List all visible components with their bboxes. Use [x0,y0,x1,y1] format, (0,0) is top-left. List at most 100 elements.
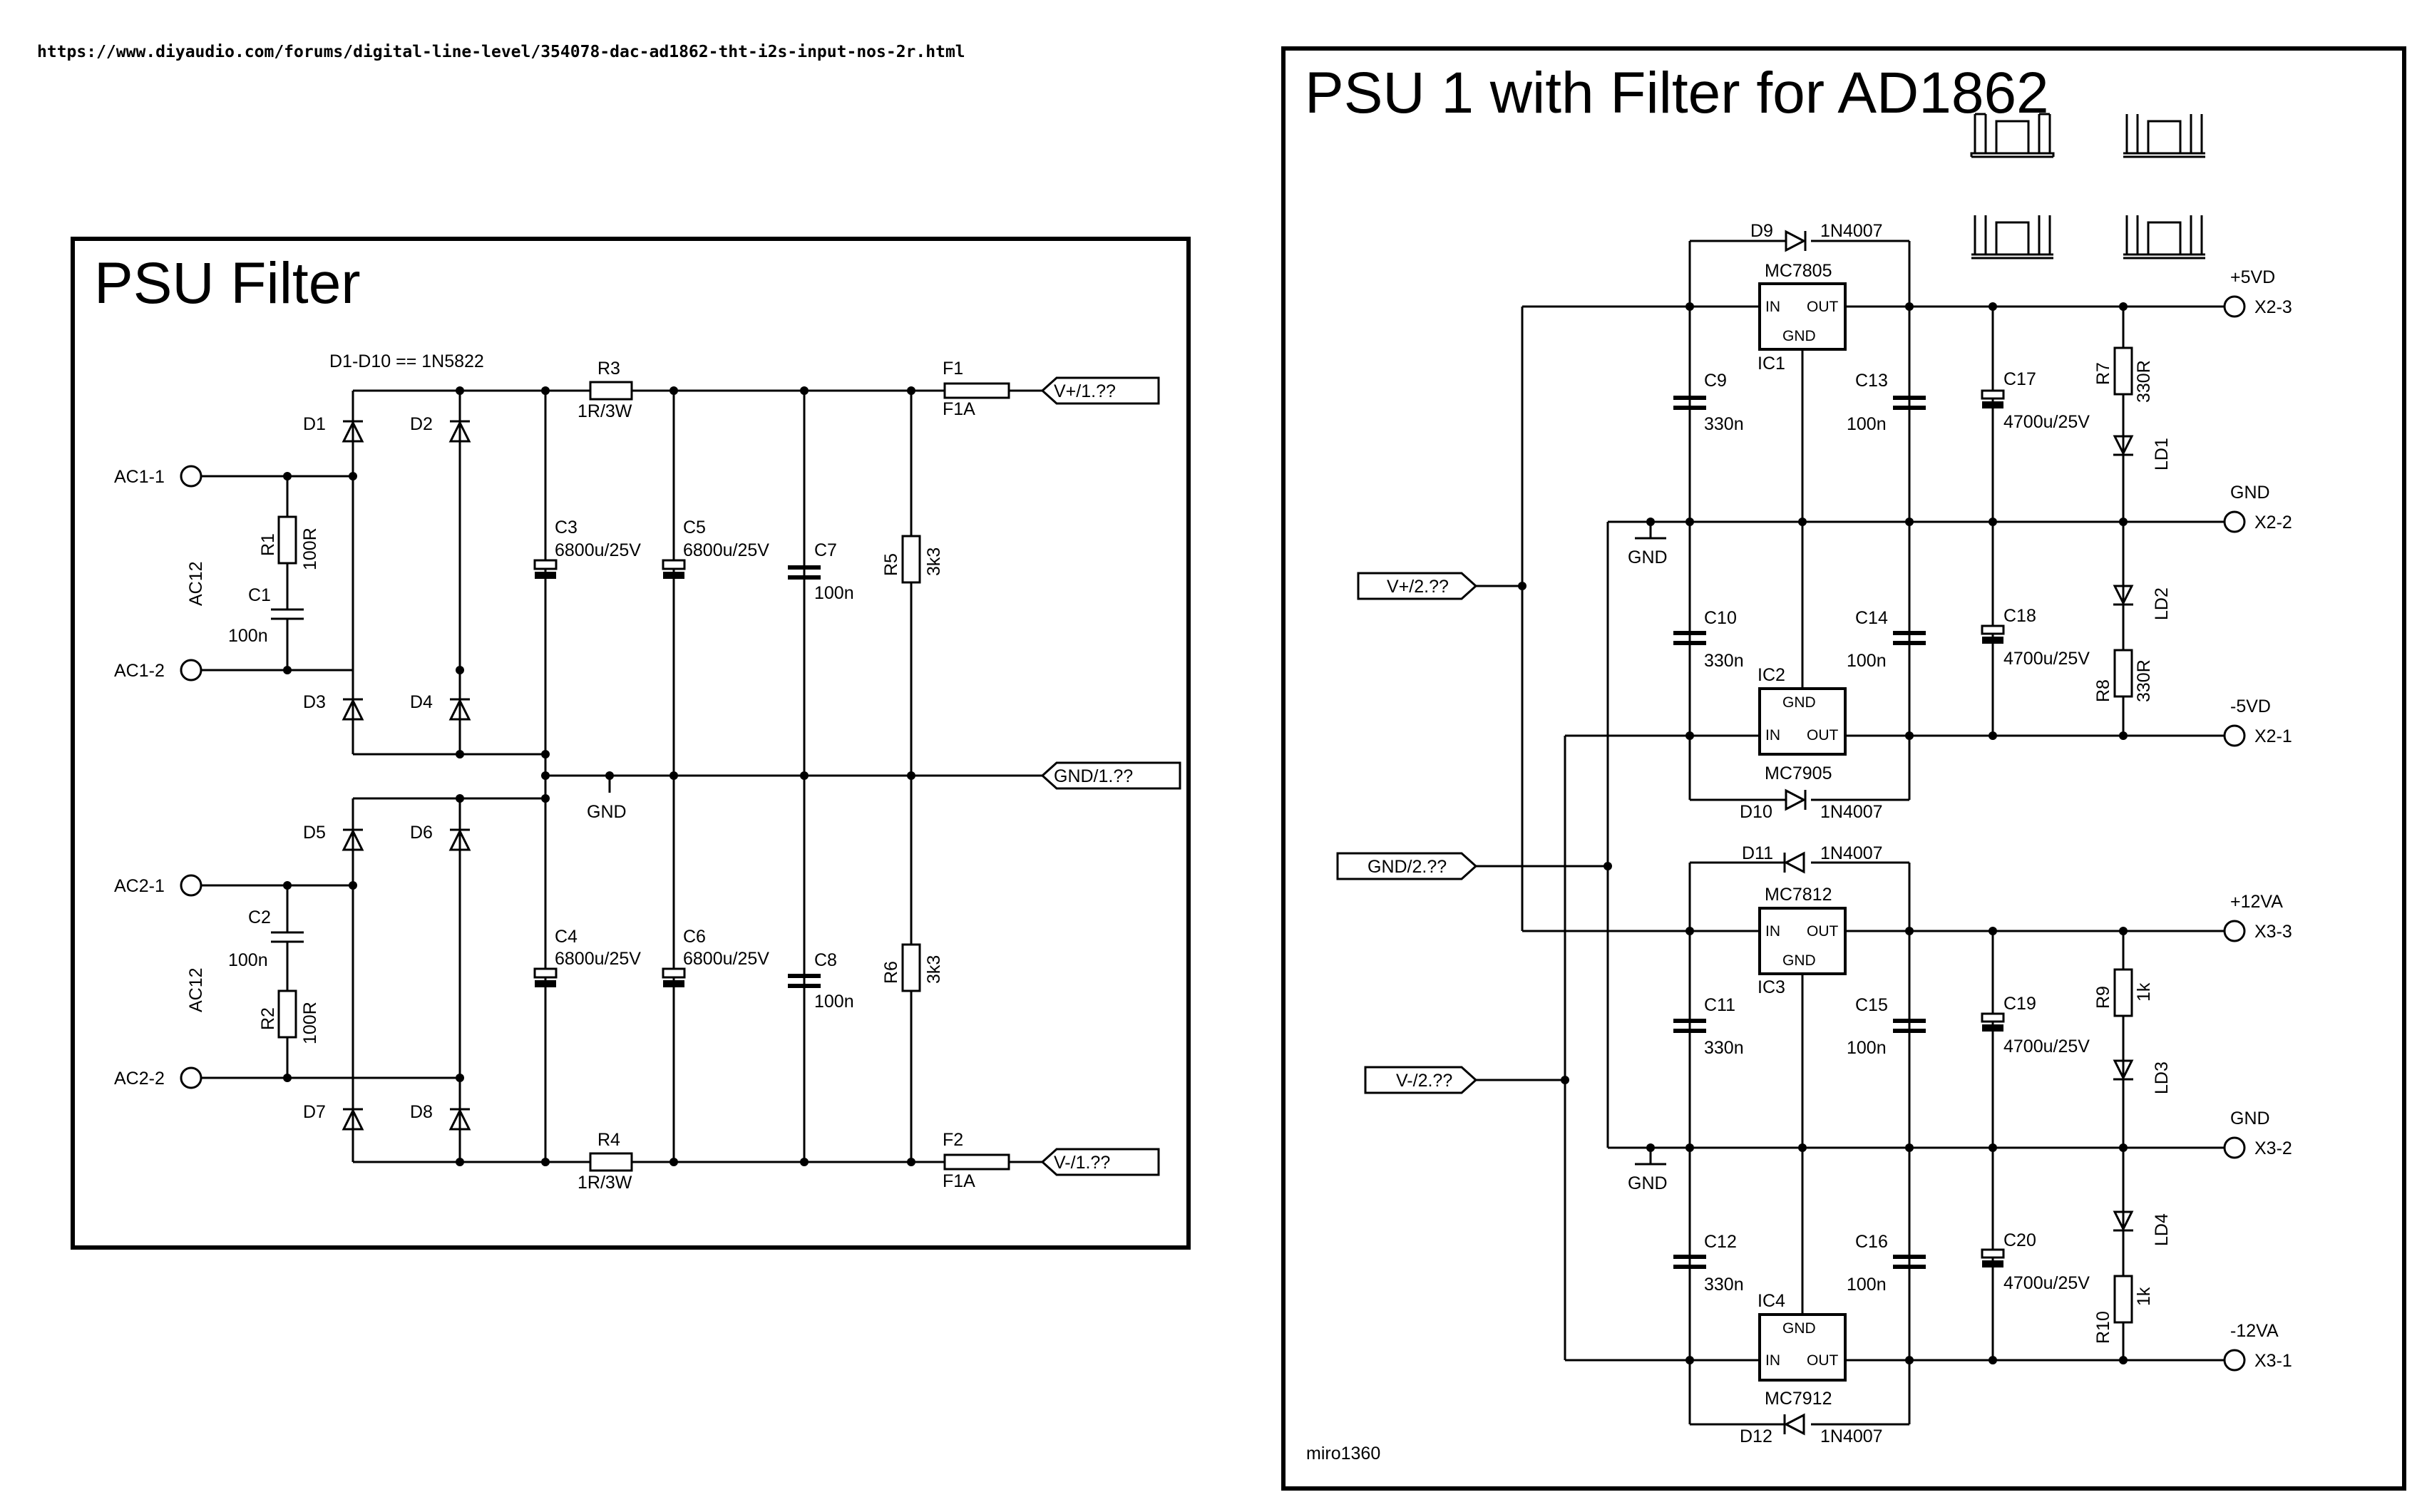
svg-text:C11: C11 [1704,995,1735,1015]
cap-c1-val: 100n [228,626,268,646]
diode-d4 [448,695,471,724]
svg-text:D2: D2 [410,414,433,434]
regulator-ic3: MC7812 IN OUT GND IC3 [1758,885,1847,997]
svg-text:R7: R7 [2093,362,2113,385]
svg-text:C3: C3 [555,518,578,538]
svg-text:4700u/25V: 4700u/25V [2003,1273,2090,1293]
svg-text:R6: R6 [881,961,901,984]
svg-text:1R/3W: 1R/3W [578,1173,632,1193]
resistor-r1 [277,515,297,565]
ac12-label-2: AC12 [186,967,206,1012]
svg-text:IN: IN [1765,727,1780,744]
svg-text:X3-3: X3-3 [2254,922,2292,942]
svg-text:100n: 100n [814,992,854,1012]
ac12-label-1: AC12 [186,561,206,606]
svg-text:330n: 330n [1704,1275,1744,1295]
svg-text:100n: 100n [1847,651,1887,671]
regulator-ic2: IC2 GND IN OUT MC7905 [1758,665,1847,783]
svg-text:D9: D9 [1750,221,1773,241]
svg-text:X2-3: X2-3 [2254,297,2292,317]
svg-text:IC4: IC4 [1758,1291,1785,1311]
svg-text:X3-1: X3-1 [2254,1351,2292,1371]
input-vplus-2: V+/2.?? [1387,577,1449,597]
svg-text:MC7905: MC7905 [1765,763,1832,783]
source-url: https://www.diyaudio.com/forums/digital-… [37,43,965,61]
svg-text:R8: R8 [2093,679,2113,702]
svg-text:-12VA: -12VA [2230,1321,2279,1341]
output-x2-1: -5VD X2-1 [2223,696,2292,747]
psu-filter-title: PSU Filter [94,251,361,316]
output-vminus-1: V-/1.?? [1054,1153,1110,1173]
cap-c1-ref: C1 [248,585,271,605]
svg-text:C5: C5 [683,518,706,538]
diode-d2 [448,417,471,446]
svg-text:GND: GND [2230,483,2270,503]
svg-text:IN: IN [1765,923,1780,940]
svg-text:D1: D1 [303,414,326,434]
svg-text:330R: 330R [2134,360,2154,403]
author-label: miro1360 [1306,1444,1380,1464]
svg-text:C14: C14 [1855,608,1888,628]
svg-text:1N4007: 1N4007 [1820,802,1883,822]
svg-text:D8: D8 [410,1102,433,1122]
svg-text:100n: 100n [1847,414,1887,434]
svg-text:D11: D11 [1742,843,1773,863]
svg-text:C16: C16 [1855,1232,1888,1252]
svg-text:X2-1: X2-1 [2254,726,2292,746]
resistor-r2 [277,989,297,1039]
svg-text:-5VD: -5VD [2230,696,2271,716]
svg-text:100R: 100R [300,1002,320,1044]
led-icons [2113,435,2134,1232]
svg-text:OUT: OUT [1807,923,1839,940]
diode-d3 [342,695,364,724]
cap-c2-val: 100n [228,950,268,970]
svg-text:R4: R4 [597,1130,620,1150]
svg-text:R3: R3 [597,359,620,379]
svg-text:6800u/25V: 6800u/25V [555,949,641,969]
svg-text:AC2-2: AC2-2 [114,1069,165,1089]
svg-text:D4: D4 [410,692,433,712]
svg-text:GND: GND [1782,952,1816,969]
psu-filter-panel: PSU Filter D1-D10 == 1N5822 AC1-1 AC1-2 … [71,237,1191,1250]
svg-text:D7: D7 [303,1102,326,1122]
svg-text:C12: C12 [1704,1232,1737,1252]
svg-text:1k: 1k [2134,982,2154,1002]
regulator-ic4: IC4 GND IN OUT MC7912 [1758,1291,1847,1409]
svg-text:4700u/25V: 4700u/25V [2003,1037,2090,1056]
svg-text:330n: 330n [1704,651,1744,671]
svg-text:6800u/25V: 6800u/25V [683,540,769,560]
svg-text:GND: GND [2230,1109,2270,1128]
svg-text:R9: R9 [2093,986,2113,1009]
svg-text:OUT: OUT [1807,727,1839,744]
svg-text:LD1: LD1 [2152,438,2172,470]
svg-text:C17: C17 [2003,369,2036,389]
diode-d1 [342,417,364,446]
svg-text:F2: F2 [943,1130,963,1150]
svg-text:IN: IN [1765,299,1780,315]
svg-text:330R: 330R [2134,659,2154,702]
svg-text:IC3: IC3 [1758,977,1785,997]
svg-text:D6: D6 [410,823,433,843]
svg-text:6800u/25V: 6800u/25V [683,949,769,969]
svg-text:LD4: LD4 [2152,1213,2172,1246]
svg-text:R5: R5 [881,553,901,576]
svg-text:C19: C19 [2003,994,2036,1014]
svg-text:C4: C4 [555,927,578,947]
svg-text:C13: C13 [1855,371,1888,391]
svg-text:+12VA: +12VA [2230,892,2283,912]
diode-note: D1-D10 == 1N5822 [329,351,484,371]
regulator-ic1: MC7805 IN OUT GND IC1 [1758,261,1847,374]
input-ac2-2: AC2-2 [114,1066,460,1089]
svg-text:LD2: LD2 [2152,587,2172,620]
svg-text:3k3: 3k3 [924,547,944,576]
svg-text:R1: R1 [258,533,278,556]
output-x2-3: +5VD X2-3 [2223,267,2292,318]
svg-text:X2-2: X2-2 [2254,513,2292,533]
svg-text:MC7912: MC7912 [1765,1389,1832,1409]
svg-text:100R: 100R [300,528,320,570]
fuse-f2 [943,1153,1010,1171]
svg-text:R10: R10 [2093,1311,2113,1344]
svg-text:MC7805: MC7805 [1765,261,1832,281]
output-x3-1: -12VA X3-1 [2223,1321,2292,1372]
svg-text:GND: GND [1782,694,1816,711]
